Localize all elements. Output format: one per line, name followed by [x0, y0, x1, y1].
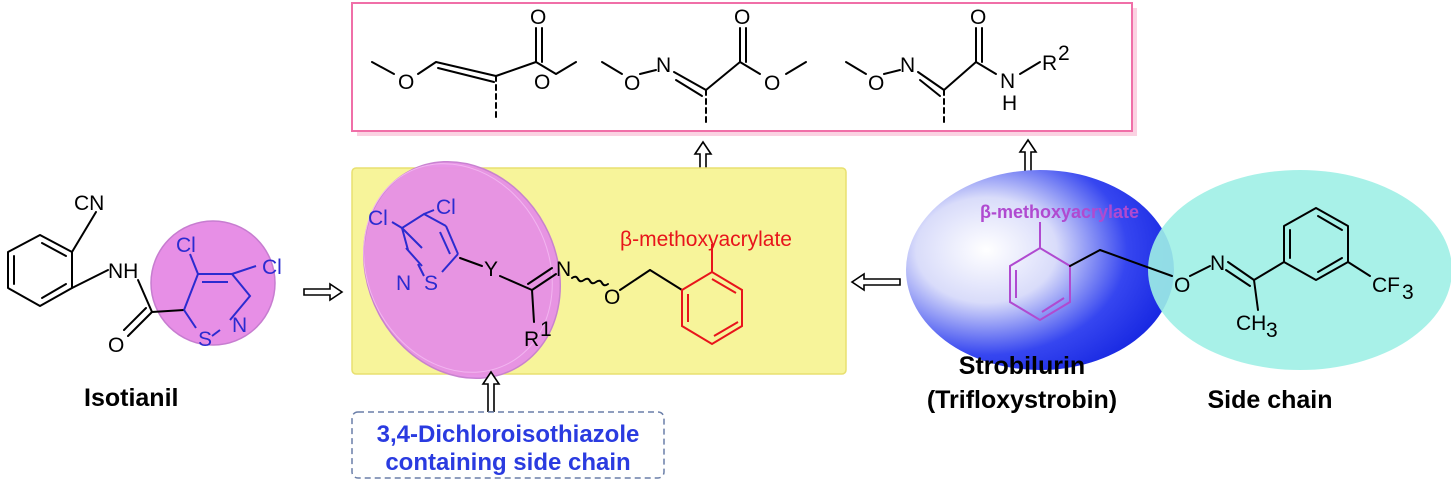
atom-h: H — [1002, 92, 1017, 115]
atom-n: N — [1000, 70, 1015, 93]
atom-n: N — [396, 272, 411, 295]
trifloxystrobin-structure: β-methoxyacrylate O N CH 3 CF 3 — [906, 170, 1451, 370]
atom-n: N — [900, 54, 915, 77]
strobilurin-label-line2: (Trifloxystrobin) — [927, 386, 1117, 414]
atom-n: N — [556, 258, 571, 281]
atom-o: O — [530, 6, 546, 29]
atom-o: O — [398, 71, 414, 94]
methoxyiminoacetate-structure: O N O O — [601, 6, 807, 125]
atom-cl: Cl — [436, 196, 456, 219]
atom-o: O — [764, 72, 780, 95]
strobilurin-highlight — [906, 170, 1174, 370]
methoxyiminoacetamide-structure: O N O N H R 2 — [845, 6, 1070, 125]
atom-o: O — [868, 72, 884, 95]
atom-cn: CN — [74, 192, 104, 215]
atom-n: N — [1210, 252, 1225, 275]
atom-n: N — [232, 314, 247, 337]
atom-r2: R — [1042, 52, 1057, 75]
atom-cf3: CF — [1372, 274, 1400, 297]
atom-r1: R — [524, 328, 539, 351]
atom-y: Y — [484, 258, 498, 281]
atom-ch3: CH — [1236, 312, 1266, 335]
atom-o: O — [624, 72, 640, 95]
atom-o: O — [108, 334, 124, 357]
right-arrow-icon — [303, 282, 344, 302]
isotianil-label: Isotianil — [84, 384, 178, 412]
dichloroisothiazole-label-line1: 3,4-Dichloroisothiazole — [377, 421, 640, 448]
atom-cl: Cl — [368, 207, 388, 230]
atom-o: O — [970, 6, 986, 29]
atom-ch3-subscript: 3 — [1266, 319, 1278, 342]
pharmacophore-box: O O O O N O O — [351, 2, 1137, 136]
dichloroisothiazole-label-box — [351, 411, 665, 479]
atom-r1-superscript: 1 — [540, 318, 552, 341]
strobilurin-label-line1: Strobilurin — [959, 352, 1085, 380]
side-chain-label: Side chain — [1207, 386, 1332, 414]
atom-r2-superscript: 2 — [1058, 42, 1070, 65]
atom-s: S — [198, 328, 212, 351]
atom-s: S — [424, 272, 438, 295]
methoxyacrylate-label: β-methoxyacrylate — [620, 228, 792, 251]
atom-cl: Cl — [176, 234, 196, 257]
atom-nh: NH — [108, 260, 138, 283]
atom-o: O — [534, 71, 550, 94]
atom-cf3-subscript: 3 — [1402, 281, 1414, 304]
methoxyacrylate-structure: O O O — [371, 6, 577, 121]
atom-n: N — [656, 54, 671, 77]
methoxyacrylate-label: β-methoxyacrylate — [980, 202, 1139, 222]
atom-o: O — [604, 286, 620, 309]
dichloroisothiazole-label-line2: containing side chain — [385, 449, 630, 476]
left-arrow-icon — [850, 272, 901, 292]
atom-cl: Cl — [262, 256, 282, 279]
atom-o: O — [734, 6, 750, 29]
target-molecule: Cl Cl N S Y N R 1 O β-methoxyacrylate — [368, 196, 792, 351]
atom-o: O — [1174, 274, 1190, 297]
isotianil-structure: CN NH O Cl Cl N S — [7, 192, 282, 357]
